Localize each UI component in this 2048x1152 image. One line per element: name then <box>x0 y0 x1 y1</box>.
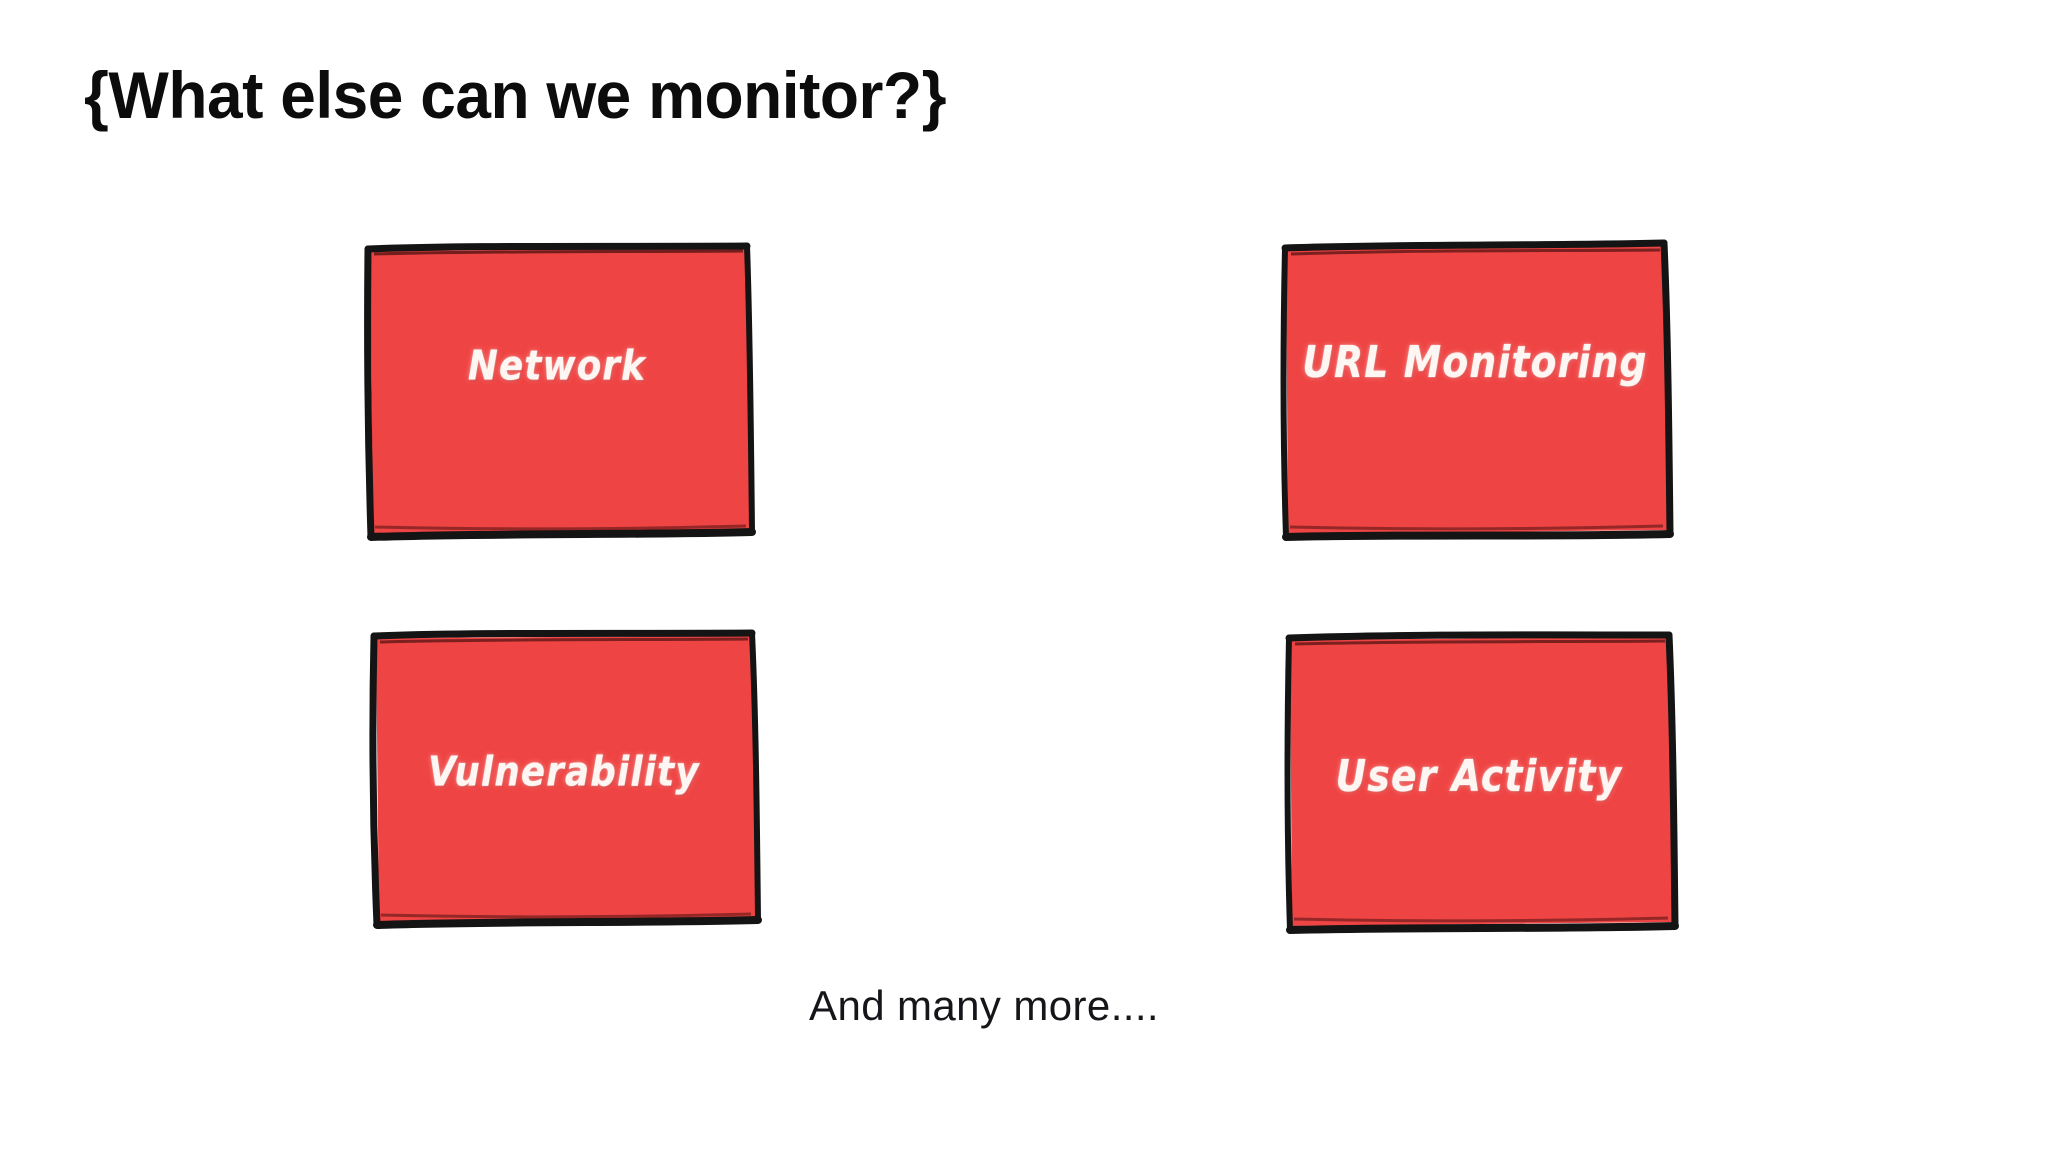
card-network-label: Network <box>467 343 647 390</box>
card-user-activity-label: User Activity <box>1335 750 1623 802</box>
card-vulnerability[interactable]: Vulnerability <box>369 629 762 929</box>
card-url-monitoring-frame <box>1280 239 1674 541</box>
card-network-frame <box>364 242 756 541</box>
card-user-activity[interactable]: User Activity <box>1284 631 1679 934</box>
caption-and-many-more: And many more.... <box>809 982 1159 1029</box>
card-vulnerability-frame <box>369 629 762 929</box>
card-network[interactable]: Network <box>364 242 756 541</box>
card-user-activity-frame <box>1284 631 1679 934</box>
card-vulnerability-label: Vulnerability <box>428 749 700 796</box>
card-url-monitoring-label: URL Monitoring <box>1302 336 1648 388</box>
card-url-monitoring[interactable]: URL Monitoring <box>1280 239 1674 541</box>
page-title: {What else can we monitor?} <box>84 58 947 132</box>
